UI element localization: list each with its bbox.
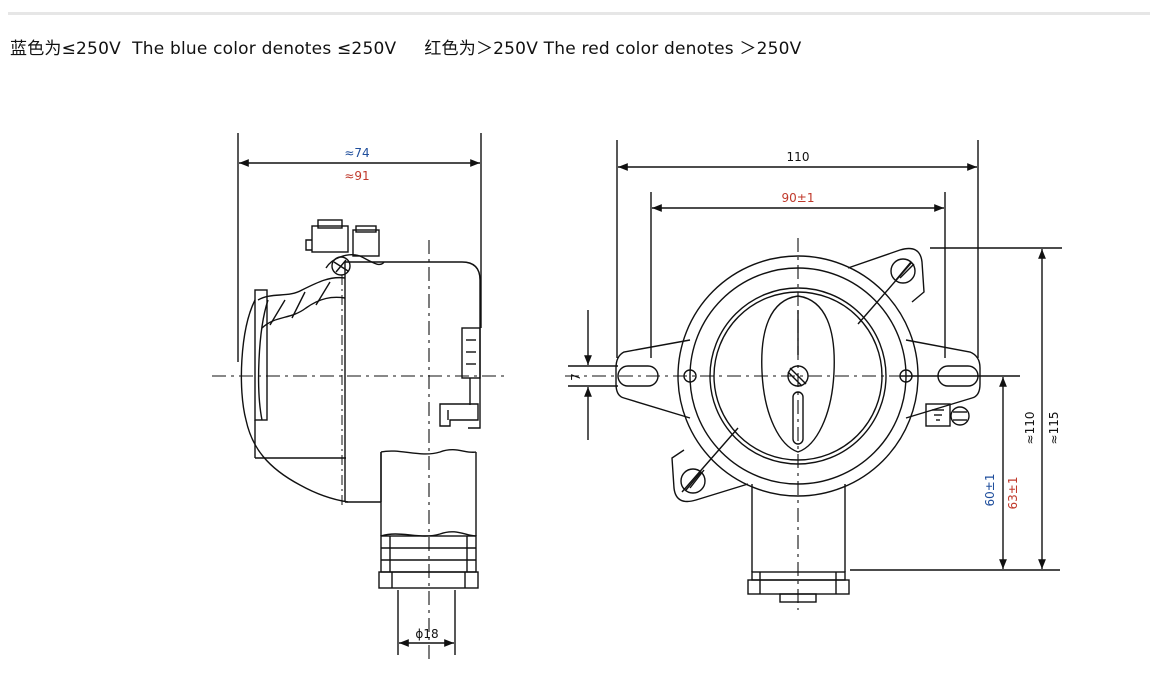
front-center-red: 63±1 — [1006, 477, 1020, 510]
front-height-2: ≈115 — [1047, 412, 1061, 445]
front-center-blue: 60±1 — [983, 474, 997, 507]
legend-blue-en: The blue color denotes ≤250V — [132, 39, 397, 59]
side-width-blue: ≈74 — [344, 146, 369, 160]
legend-red-cn: 红色为＞250V — [424, 39, 539, 59]
front-view — [565, 140, 1062, 610]
front-slot-width: 7 — [569, 373, 583, 381]
side-view — [212, 133, 505, 660]
side-width-red: ≈91 — [344, 169, 369, 183]
conduit-diameter: ϕ18 — [415, 627, 438, 641]
header-rule — [8, 12, 1150, 15]
front-height-1: ≈110 — [1023, 412, 1037, 445]
legend-blue-cn: 蓝色为≤250V — [10, 39, 121, 59]
front-mount-spacing: 90±1 — [782, 191, 815, 205]
front-width-overall: 110 — [787, 150, 810, 164]
legend-red-en: The red color denotes ＞250V — [543, 39, 802, 59]
voltage-legend: 蓝色为≤250V The blue color denotes ≤250V 红色… — [10, 34, 801, 59]
